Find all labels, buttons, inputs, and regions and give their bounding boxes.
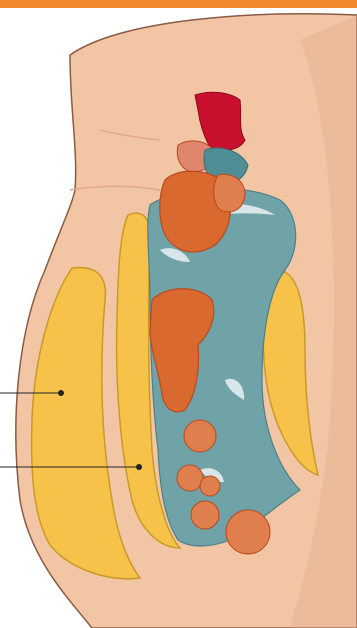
bowel-loop-5 [226, 510, 270, 554]
bowel-loop-4 [191, 501, 219, 529]
callout-dot-2 [136, 464, 142, 470]
bowel-loop-1 [184, 420, 216, 452]
bowel-loop-3 [200, 476, 220, 496]
bowel-loop-2 [177, 465, 203, 491]
callout-dot-1 [58, 390, 64, 396]
